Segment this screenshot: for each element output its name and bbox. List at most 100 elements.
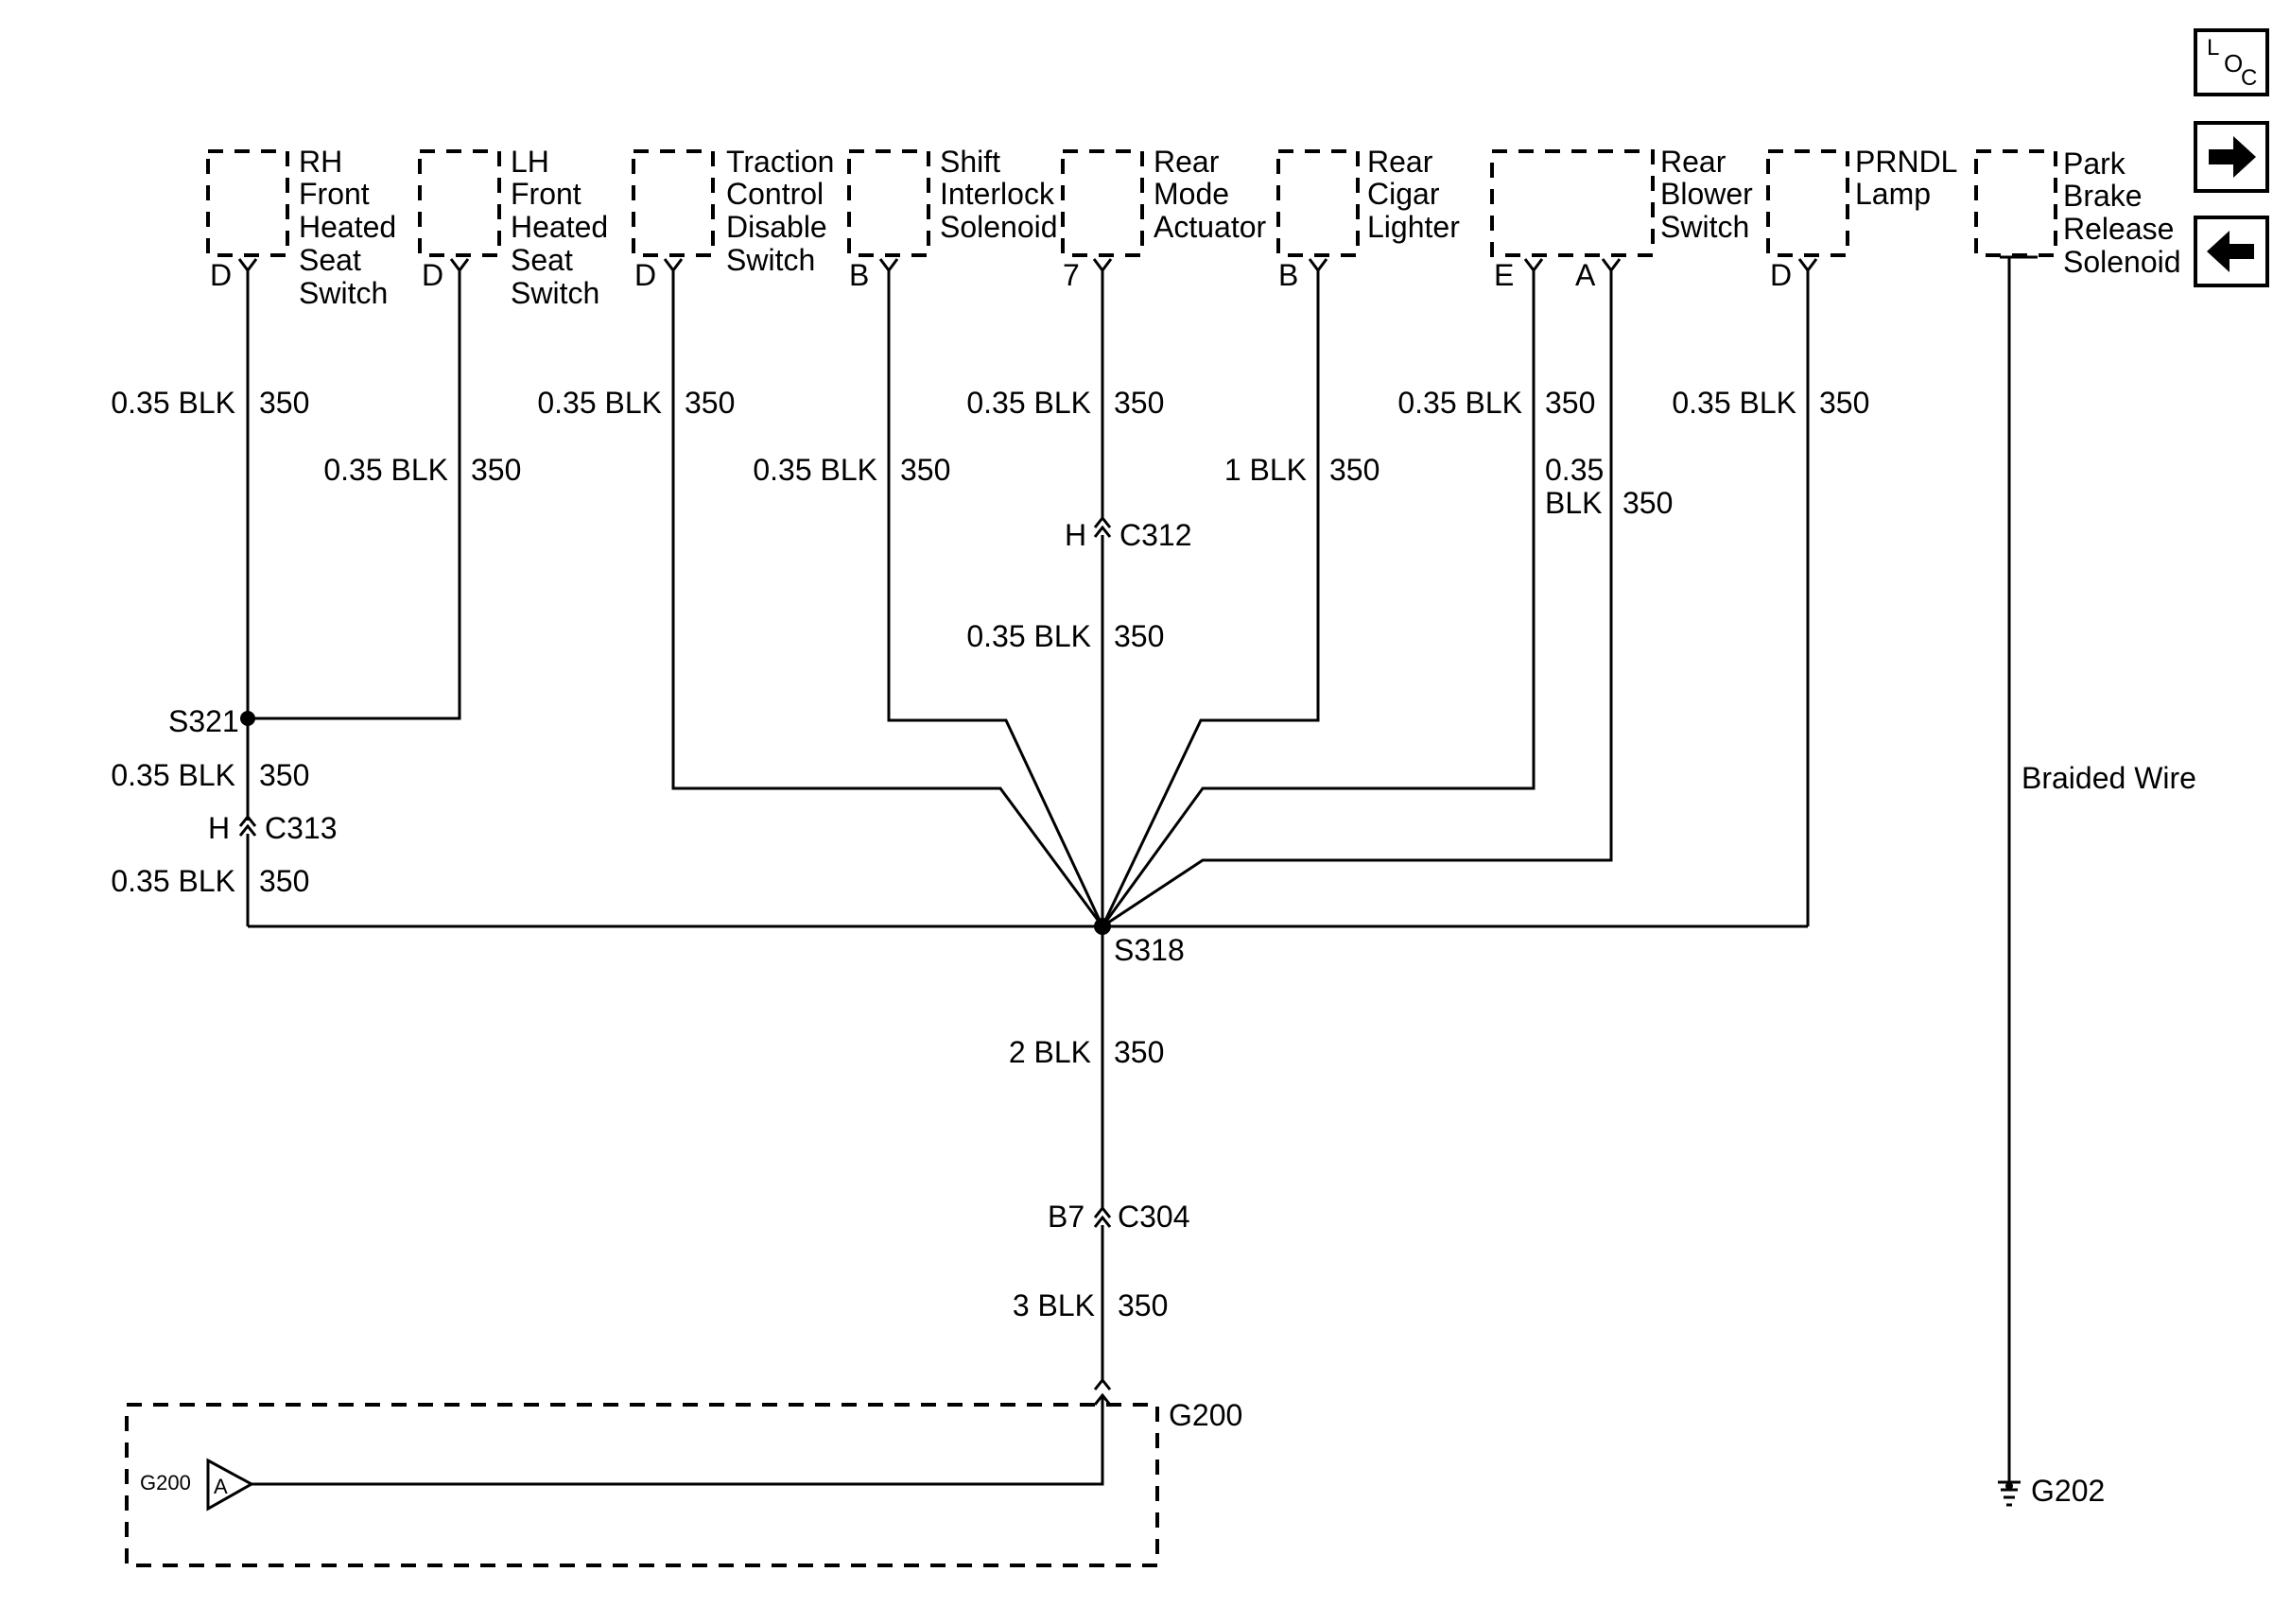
lh-seat-switch-label: LH Front Heated Seat Switch: [511, 145, 608, 310]
svg-text:Rear: Rear: [1154, 145, 1220, 179]
wire-label-c312-s318: 0.35 BLK: [966, 619, 1091, 653]
arrow-right-icon: [2209, 136, 2256, 178]
connector-c312-icon: [1093, 515, 1112, 538]
svg-text:Rear: Rear: [1660, 145, 1726, 179]
wire-label-s318-c304: 2 BLK: [1009, 1035, 1091, 1069]
shift-solenoid-label: Shift Interlock Solenoid: [940, 145, 1058, 244]
circuit-label-c312-s318: 350: [1114, 619, 1164, 653]
g202-label: G202: [2031, 1474, 2105, 1508]
wire-label-traction: 0.35 BLK: [537, 386, 662, 420]
circuit-label-s321-c313: 350: [259, 758, 309, 792]
svg-text:Switch: Switch: [299, 276, 388, 310]
terminal-cigar: [1308, 258, 1328, 273]
connector-c313-pin: H: [208, 811, 230, 845]
shift-solenoid-box: [847, 149, 930, 257]
rh-seat-switch-box: [206, 149, 289, 257]
pin-lh-seat: D: [422, 258, 443, 292]
rear-blower-switch-label: Rear Blower Switch: [1660, 145, 1753, 244]
wire-label-blower-a-color: BLK: [1545, 486, 1602, 520]
svg-text:Mode: Mode: [1154, 177, 1229, 211]
svg-text:Switch: Switch: [726, 243, 815, 277]
arrow-left-icon: [2207, 231, 2254, 272]
traction-switch-box: [632, 149, 715, 257]
circuit-label-s318-c304: 350: [1114, 1035, 1164, 1069]
lh-seat-switch-box: [418, 149, 501, 257]
circuit-label-cigar: 350: [1329, 453, 1379, 487]
svg-text:Release: Release: [2063, 212, 2174, 246]
pin-cigar: B: [1278, 258, 1298, 292]
circuit-label-c313-bus: 350: [259, 864, 309, 898]
terminal-shift: [878, 258, 899, 273]
wires: [246, 257, 2011, 1486]
wire-shift: [887, 270, 1104, 927]
wire-label-c304-g200: 3 BLK: [1013, 1288, 1095, 1322]
svg-text:Actuator: Actuator: [1154, 210, 1267, 244]
connector-c304-label: C304: [1118, 1200, 1190, 1234]
connector-c312-pin: H: [1065, 518, 1086, 552]
rh-seat-switch-label: RH Front Heated Seat Switch: [299, 145, 396, 310]
splice-s318-label: S318: [1114, 933, 1185, 967]
svg-text:Solenoid: Solenoid: [940, 210, 1058, 244]
prev-button[interactable]: [2194, 216, 2269, 287]
wire-label-blower-a-gauge: 0.35: [1545, 453, 1604, 487]
svg-text:Switch: Switch: [1660, 210, 1749, 244]
svg-text:RH: RH: [299, 145, 342, 179]
wire-blower-e: [1101, 270, 1536, 927]
svg-text:Seat: Seat: [299, 243, 361, 277]
g200-pin-label: A: [214, 1475, 228, 1498]
terminal-prndl: [1797, 258, 1818, 273]
wire-label-lh-seat: 0.35 BLK: [323, 453, 448, 487]
wire-label-prndl: 0.35 BLK: [1672, 386, 1796, 420]
pin-traction: D: [634, 258, 656, 292]
pin-blower-a: A: [1575, 258, 1596, 292]
rear-mode-actuator-label: Rear Mode Actuator: [1154, 145, 1267, 244]
connector-c313-icon: [238, 814, 257, 837]
loc-button[interactable]: L O C: [2194, 28, 2269, 96]
connector-g200-top-icon: [1093, 1377, 1112, 1391]
loc-icon-l: L: [2207, 35, 2219, 60]
svg-text:PRNDL: PRNDL: [1855, 145, 1957, 179]
svg-text:Front: Front: [511, 177, 581, 211]
park-brake-solenoid-label: Park Brake Release Solenoid: [2063, 147, 2181, 279]
svg-text:Control: Control: [726, 177, 824, 211]
pin-shift: B: [849, 258, 869, 292]
svg-text:Shift: Shift: [940, 145, 1000, 179]
svg-text:Park: Park: [2063, 147, 2126, 181]
svg-text:Interlock: Interlock: [940, 177, 1055, 211]
rear-blower-switch-box: [1490, 149, 1655, 257]
terminal-lh-seat: [449, 258, 470, 273]
wire-traction: [671, 270, 1104, 927]
wire-label-blower-e: 0.35 BLK: [1397, 386, 1522, 420]
pin-rh-seat: D: [210, 258, 232, 292]
park-brake-solenoid-box: [1974, 149, 2057, 257]
wire-cigar: [1101, 270, 1320, 927]
circuit-label-traction: 350: [685, 386, 735, 420]
next-button[interactable]: [2194, 121, 2269, 193]
wire-lh-seat: [248, 270, 461, 720]
splice-s321-dot: [240, 711, 255, 726]
svg-text:Blower: Blower: [1660, 177, 1753, 211]
svg-text:Seat: Seat: [511, 243, 573, 277]
cigar-lighter-box: [1276, 149, 1360, 257]
connector-c313-label: C313: [265, 811, 338, 845]
cigar-lighter-label: Rear Cigar Lighter: [1367, 145, 1460, 244]
terminal-symbols: [237, 255, 2038, 273]
svg-text:Heated: Heated: [511, 210, 608, 244]
wire-labels: 0.35 BLK 350 0.35 BLK 350 0.35 BLK 350 0…: [111, 386, 1869, 1322]
ground-dot: [2005, 1482, 2013, 1490]
svg-text:Brake: Brake: [2063, 179, 2143, 213]
connector-c304-icon: [1093, 1205, 1112, 1228]
loc-icon-c: C: [2241, 65, 2257, 91]
rear-mode-actuator-box: [1061, 149, 1144, 257]
ground-terminal-icon: [206, 1458, 255, 1512]
svg-text:Front: Front: [299, 177, 370, 211]
traction-switch-label: Traction Control Disable Switch: [726, 145, 834, 277]
connector-symbols: [238, 515, 1112, 1406]
svg-text:Lighter: Lighter: [1367, 210, 1460, 244]
pin-rear-mode: 7: [1063, 258, 1080, 292]
circuit-label-lh-seat: 350: [471, 453, 521, 487]
terminal-traction: [663, 258, 684, 273]
svg-text:Traction: Traction: [726, 145, 834, 179]
svg-text:Disable: Disable: [726, 210, 827, 244]
wire-label-c313-bus: 0.35 BLK: [111, 864, 235, 898]
